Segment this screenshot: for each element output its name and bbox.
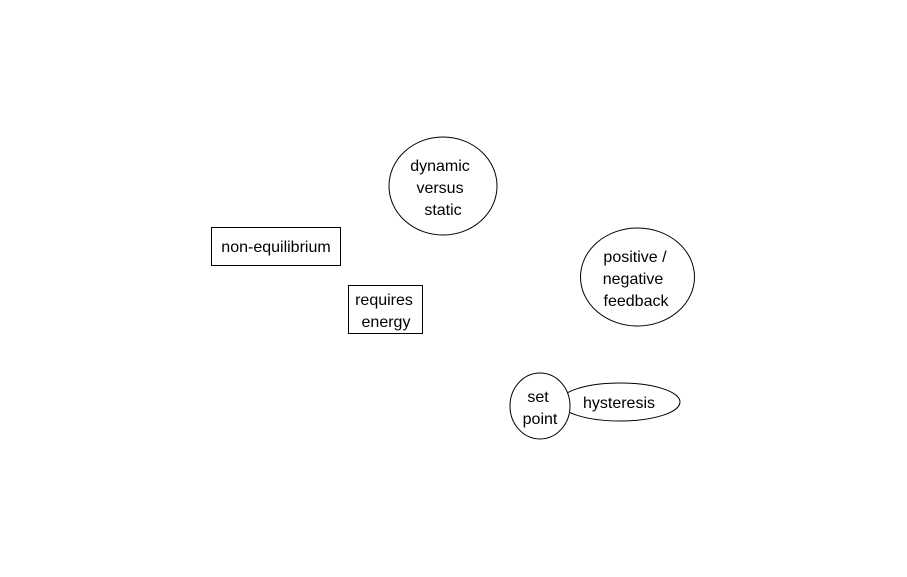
node-non-equilibrium-shape (211, 227, 341, 266)
node-dynamic-versus-static-line-1: dynamic (410, 158, 470, 175)
node-requires-energy-line-2: energy (362, 314, 411, 331)
node-positive-negative-feedback-line-3: feedback (604, 293, 670, 310)
node-set-point-shape (509, 372, 571, 440)
node-positive-negative-feedback-line-2: negative (603, 271, 664, 288)
node-dynamic-versus-static-shape (388, 136, 498, 236)
node-set-point-line-1: set (527, 389, 549, 406)
node-positive-negative-feedback-shape (580, 227, 695, 327)
node-positive-negative-feedback[interactable]: positive / negative feedback (580, 227, 695, 327)
node-requires-energy-shape (348, 285, 423, 334)
node-hysteresis[interactable]: hysteresis (559, 382, 681, 422)
node-dynamic-versus-static-line-3: static (424, 202, 461, 219)
node-hysteresis-line-1: hysteresis (583, 395, 655, 412)
node-requires-energy-line-1: requires (355, 292, 413, 309)
node-non-equilibrium[interactable]: non-equilibrium (211, 227, 341, 266)
node-dynamic-versus-static-line-2: versus (416, 180, 463, 197)
node-non-equilibrium-line-1: non-equilibrium (221, 239, 330, 256)
node-set-point[interactable]: set point (509, 372, 571, 440)
node-positive-negative-feedback-line-1: positive / (603, 249, 667, 266)
node-dynamic-versus-static[interactable]: dynamic versus static (388, 136, 498, 236)
node-set-point-line-2: point (523, 411, 558, 428)
node-requires-energy[interactable]: requires energy (348, 285, 423, 334)
